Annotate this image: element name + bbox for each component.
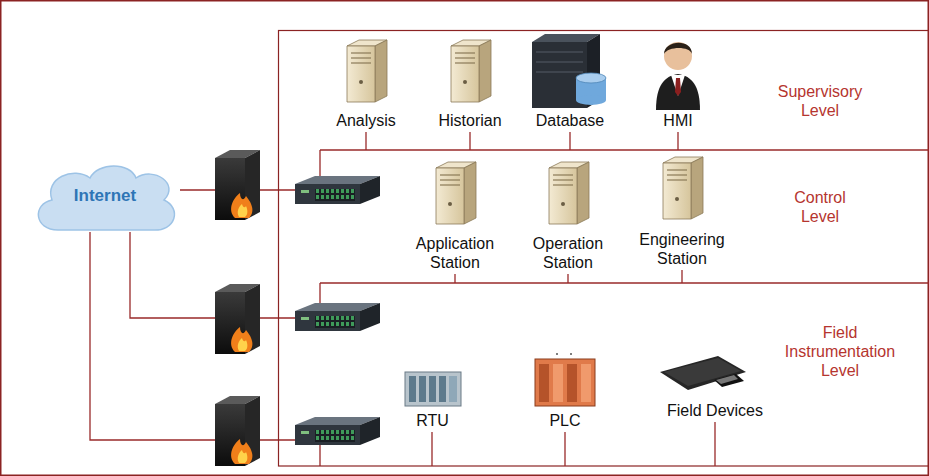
station-node: Engineering Station — [627, 146, 737, 268]
internet-cloud: Internet — [30, 160, 180, 232]
device-label: Engineering Station — [632, 230, 732, 268]
device-label: Operation Station — [518, 234, 618, 272]
rtu-node: RTU — [400, 365, 466, 430]
firewall-icon — [215, 396, 260, 466]
device-label: RTU — [403, 411, 463, 430]
level-band: Field Instrumentation LevelRTU PLC Field D… — [278, 283, 929, 466]
bus-lines — [320, 132, 929, 466]
switch-icon — [295, 176, 380, 204]
plc-node: PLC — [524, 350, 606, 430]
network-link — [90, 232, 320, 466]
device-label: Analysis — [321, 111, 411, 130]
station-node: Operation Station — [513, 150, 623, 272]
device-label: Historian — [422, 111, 518, 130]
server-icon — [347, 40, 387, 102]
server-node: Analysis — [318, 33, 414, 130]
server-icon — [451, 40, 491, 102]
level-label: Field Instrumentation Level — [775, 323, 905, 381]
database-icon — [532, 34, 606, 108]
device-label: PLC — [527, 411, 603, 430]
cloud-label: Internet — [74, 186, 136, 206]
level-band: Control LevelApplication Station Operatio… — [278, 150, 929, 283]
device-label: Application Station — [405, 234, 505, 272]
station-node: Application Station — [400, 150, 510, 272]
server-icon — [549, 162, 589, 224]
device-label: Database — [524, 111, 616, 130]
server-icon — [663, 157, 703, 219]
plc-icon — [535, 353, 595, 406]
server-icon — [436, 162, 476, 224]
plant-frame — [279, 31, 929, 467]
level-label: Control Level — [780, 188, 860, 226]
field-device-icon — [660, 356, 746, 390]
switch-icon — [295, 303, 380, 331]
device-label: HMI — [642, 111, 714, 130]
level-band: Supervisory LevelAnalysis Historian Databa… — [278, 30, 929, 150]
firewall-icon — [215, 150, 260, 220]
server-node: Historian — [419, 33, 521, 130]
database-node: Database — [521, 33, 619, 130]
device-label: Field Devices — [655, 401, 775, 420]
hmi-node: HMI — [639, 33, 717, 130]
firewall-icon — [215, 284, 260, 354]
level-label: Supervisory Level — [763, 82, 878, 120]
switch-icon — [295, 417, 380, 445]
rtu-icon — [405, 372, 461, 406]
hmi-operator-icon — [656, 42, 700, 110]
field-device-node: Field Devices — [650, 345, 780, 420]
